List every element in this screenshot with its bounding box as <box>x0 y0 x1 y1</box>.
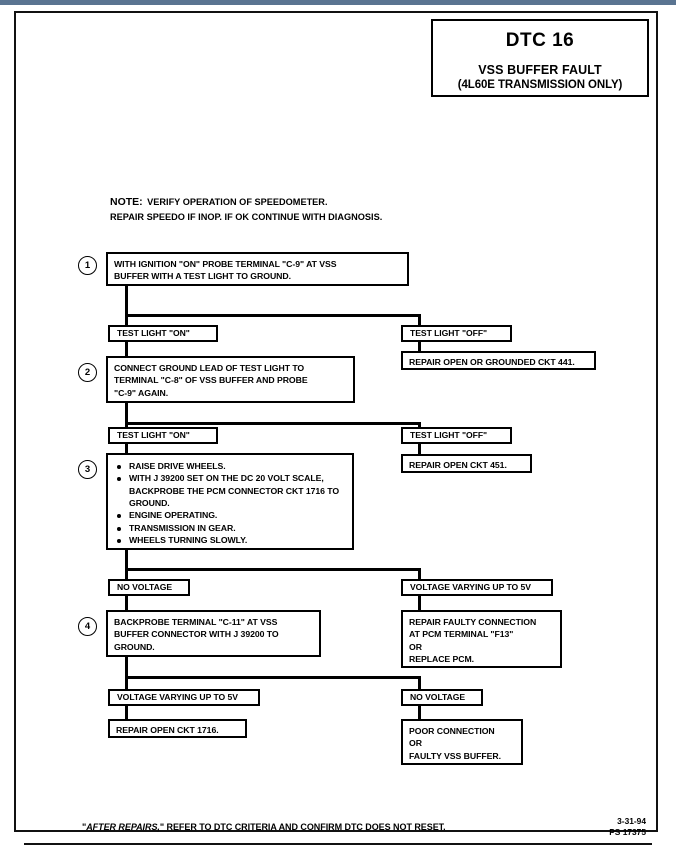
result-pcm-line-1: REPAIR FAULTY CONNECTION <box>409 617 537 627</box>
connector-tier3-right-drop <box>418 568 421 581</box>
connector-tier4-left-to-result4 <box>125 705 128 720</box>
step-2-number: 2 <box>78 363 97 382</box>
diagnostic-page: DTC 16 VSS BUFFER FAULT (4L60E TRANSMISS… <box>14 11 658 845</box>
step-4-number: 4 <box>78 617 97 636</box>
note-label: NOTE: <box>110 196 143 208</box>
branch-label-tier4-right: NO VOLTAGE <box>401 689 483 706</box>
footer-quote-open: " <box>82 822 87 832</box>
result-repair-ckt-441: REPAIR OPEN OR GROUNDED CKT 441. <box>401 351 596 370</box>
connector-tier2-left-to-step3 <box>125 443 128 457</box>
branch-label-tier4-left: VOLTAGE VARYING UP TO 5V <box>108 689 260 706</box>
branch-label-tier1-right: TEST LIGHT "OFF" <box>401 325 512 342</box>
note-line-2: REPAIR SPEEDO IF INOP. IF OK CONTINUE WI… <box>110 212 383 223</box>
footer-date: 3-31-94 <box>617 816 646 826</box>
connector-tier4-right-to-result5 <box>418 705 421 720</box>
step-4-box: BACKPROBE TERMINAL "C-11" AT VSS BUFFER … <box>106 610 321 657</box>
branch-label-tier2-right: TEST LIGHT "OFF" <box>401 427 512 444</box>
result-repair-pcm-connection: REPAIR FAULTY CONNECTION AT PCM TERMINAL… <box>401 610 562 668</box>
top-accent-bar <box>0 0 676 5</box>
step-3-bullet-1: RAISE DRIVE WHEELS. <box>114 460 346 472</box>
branch-label-tier1-left: TEST LIGHT "ON" <box>108 325 218 342</box>
result-pcm-line-2: AT PCM TERMINAL "F13" <box>409 629 514 640</box>
branch-label-tier2-left: TEST LIGHT "ON" <box>108 427 218 444</box>
branch-label-tier3-left: NO VOLTAGE <box>108 579 190 596</box>
footer-emphasis: AFTER REPAIRS, <box>86 822 160 832</box>
result-poor-connection: POOR CONNECTION OR FAULTY VSS BUFFER. <box>401 719 523 765</box>
connector-tier1-left-to-step2 <box>125 341 128 356</box>
step-2-line-3: "C-9" AGAIN. <box>114 387 169 398</box>
step-3-number: 3 <box>78 460 97 479</box>
connector-tier4-bus <box>125 676 421 679</box>
connector-step4-stem <box>125 657 128 685</box>
result-pcm-line-4: REPLACE PCM. <box>409 654 475 665</box>
step-1-line-1: WITH IGNITION "ON" PROBE TERMINAL "C-9" … <box>114 259 337 269</box>
connector-tier3-right-to-result3 <box>418 595 421 611</box>
footer-text: "AFTER REPAIRS," REFER TO DTC CRITERIA A… <box>82 822 446 832</box>
connector-tier4-left-drop <box>125 676 128 690</box>
connector-tier1-left-drop <box>125 314 128 326</box>
fault-subtitle: (4L60E TRANSMISSION ONLY) <box>457 79 623 91</box>
page-header: DTC 16 VSS BUFFER FAULT (4L60E TRANSMISS… <box>431 19 649 97</box>
branch-label-tier3-right: VOLTAGE VARYING UP TO 5V <box>401 579 553 596</box>
step-1-number: 1 <box>78 256 97 275</box>
connector-tier2-right-to-result2 <box>418 443 421 454</box>
connector-tier2-bus <box>125 422 421 425</box>
footer-stamp: 3-31-94 PS 17375 <box>609 816 646 837</box>
connector-step3-stem <box>125 550 128 576</box>
connector-tier3-left-to-step4 <box>125 595 128 611</box>
step-4-line-1: BACKPROBE TERMINAL "C-11" AT VSS <box>114 617 278 627</box>
result-pcm-line-3: OR <box>409 641 422 652</box>
step-2-line-2: TERMINAL "C-8" OF VSS BUFFER AND PROBE <box>114 375 308 386</box>
connector-step2-stem <box>125 403 128 432</box>
connector-tier3-left-drop <box>125 568 128 581</box>
step-4-line-2: BUFFER CONNECTOR WITH J 39200 TO <box>114 629 279 640</box>
note-block: NOTE: VERIFY OPERATION OF SPEEDOMETER. R… <box>110 190 460 223</box>
step-3-bullet-2: WITH J 39200 SET ON THE DC 20 VOLT SCALE… <box>114 472 346 509</box>
step-3-bullet-4: TRANSMISSION IN GEAR. <box>114 522 346 534</box>
step-3-box: RAISE DRIVE WHEELS. WITH J 39200 SET ON … <box>106 453 354 550</box>
step-3-bullet-5: WHEELS TURNING SLOWLY. <box>114 534 346 546</box>
result-buffer-line-2: OR <box>409 738 422 749</box>
step-1-box: WITH IGNITION "ON" PROBE TERMINAL "C-9" … <box>106 252 409 286</box>
connector-tier1-right-drop <box>418 314 421 326</box>
step-2-box: CONNECT GROUND LEAD OF TEST LIGHT TO TER… <box>106 356 355 403</box>
connector-tier1-right-to-result1 <box>418 341 421 352</box>
step-1-line-2: BUFFER WITH A TEST LIGHT TO GROUND. <box>114 271 291 282</box>
connector-tier4-right-drop <box>418 676 421 690</box>
step-2-line-1: CONNECT GROUND LEAD OF TEST LIGHT TO <box>114 363 305 373</box>
dtc-code: DTC 16 <box>505 30 575 51</box>
connector-tier3-bus <box>125 568 421 571</box>
footer-rule <box>24 843 652 845</box>
footer-rest: " REFER TO DTC CRITERIA AND CONFIRM DTC … <box>159 822 446 832</box>
step-3-bullet-3: ENGINE OPERATING. <box>114 509 346 521</box>
step-3-bullet-list: RAISE DRIVE WHEELS. WITH J 39200 SET ON … <box>114 460 346 546</box>
connector-tier1-bus <box>125 314 421 317</box>
connector-step1-stem <box>125 286 128 317</box>
fault-title: VSS BUFFER FAULT <box>478 63 602 77</box>
step-4-line-3: GROUND. <box>114 641 155 652</box>
result-repair-ckt-451: REPAIR OPEN CKT 451. <box>401 454 532 473</box>
result-buffer-line-3: FAULTY VSS BUFFER. <box>409 750 501 761</box>
result-repair-ckt-1716: REPAIR OPEN CKT 1716. <box>108 719 247 738</box>
footer-code: PS 17375 <box>609 826 646 837</box>
note-line-1: VERIFY OPERATION OF SPEEDOMETER. <box>147 197 328 207</box>
result-buffer-line-1: POOR CONNECTION <box>409 726 495 736</box>
